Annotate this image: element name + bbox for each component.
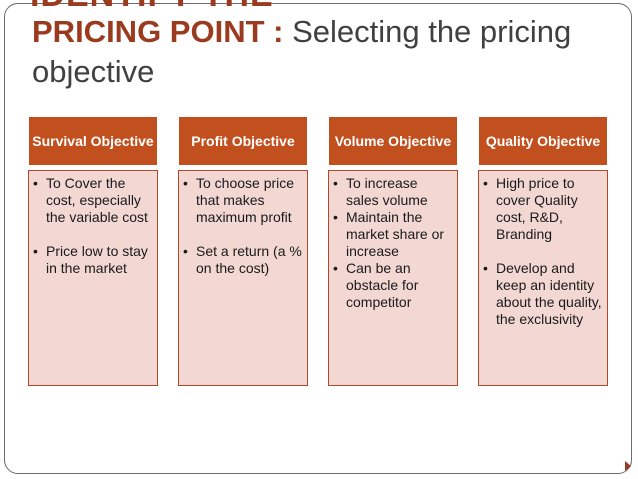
card-body: • To choose price that makes maximum pro… — [178, 170, 308, 386]
bullet-text: To choose price that makes maximum profi… — [196, 175, 295, 225]
objective-card-profit: Profit Objective • To choose price that … — [178, 116, 308, 386]
next-slide-arrow-icon[interactable] — [625, 461, 631, 471]
list-item: • Maintain the market share or increase — [333, 209, 453, 260]
bullet-text: Maintain the market share or increase — [346, 209, 445, 259]
slide-frame — [4, 3, 632, 474]
bullet-text: To increase sales volume — [346, 175, 428, 208]
cut-off-heading-text: IDENTIFY THE SUGGESTED — [30, 0, 470, 16]
bullet-icon: • — [33, 175, 38, 191]
bullet-text: High price to cover Quality cost, R&D, B… — [496, 175, 578, 242]
list-item: • Develop and keep an identity about the… — [483, 260, 603, 328]
bullet-icon: • — [333, 260, 338, 276]
list-item: • To Cover the cost, especially the vari… — [33, 175, 153, 226]
card-body: • To increase sales volume • Maintain th… — [328, 170, 458, 386]
bullet-icon: • — [33, 243, 38, 259]
slide-title: PRICING POINT : Selecting the pricing ob… — [32, 12, 592, 92]
bullet-text: To Cover the cost, especially the variab… — [46, 175, 148, 225]
list-item: • To choose price that makes maximum pro… — [183, 175, 303, 226]
list-item: • To increase sales volume — [333, 175, 453, 209]
bullet-icon: • — [183, 175, 188, 191]
bullet-icon: • — [333, 209, 338, 225]
card-body: • High price to cover Quality cost, R&D,… — [478, 170, 608, 386]
objective-card-volume: Volume Objective • To increase sales vol… — [328, 116, 458, 386]
list-item: • Price low to stay in the market — [33, 243, 153, 277]
bullet-text: Develop and keep an identity about the q… — [496, 260, 602, 327]
card-header: Quality Objective — [478, 116, 608, 166]
bullet-text: Can be an obstacle for competitor — [346, 260, 419, 310]
bullet-icon: • — [483, 260, 488, 276]
card-header: Survival Objective — [28, 116, 158, 166]
list-item: • Can be an obstacle for competitor — [333, 260, 453, 311]
bullet-icon: • — [483, 175, 488, 191]
title-bold: PRICING POINT : — [32, 14, 284, 49]
list-item: • Set a return (a % on the cost) — [183, 243, 303, 277]
list-item: • High price to cover Quality cost, R&D,… — [483, 175, 603, 243]
objective-card-survival: Survival Objective • To Cover the cost, … — [28, 116, 158, 386]
bullet-text: Price low to stay in the market — [46, 243, 148, 276]
card-body: • To Cover the cost, especially the vari… — [28, 170, 158, 386]
card-header: Profit Objective — [178, 116, 308, 166]
bullet-icon: • — [183, 243, 188, 259]
cut-off-heading: IDENTIFY THE SUGGESTED — [30, 0, 470, 16]
card-header: Volume Objective — [328, 116, 458, 166]
bullet-icon: • — [333, 175, 338, 191]
bullet-text: Set a return (a % on the cost) — [196, 243, 302, 276]
title-rest: Selecting the pricing objective — [32, 14, 572, 89]
objective-card-quality: Quality Objective • High price to cover … — [478, 116, 608, 386]
